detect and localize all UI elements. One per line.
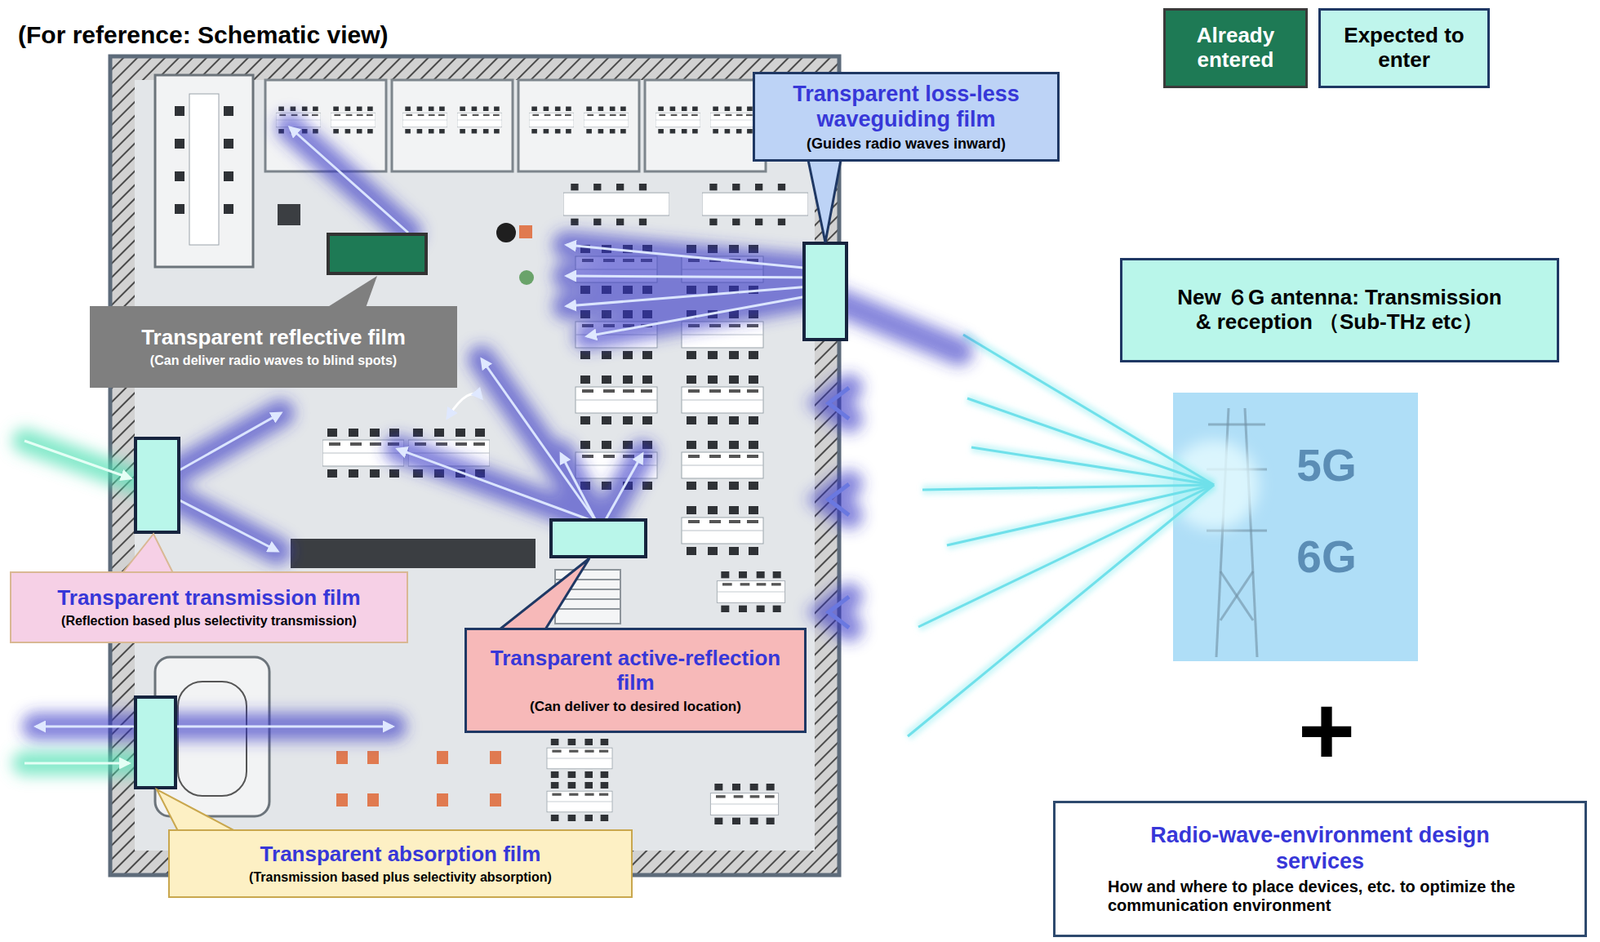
node-body: (Reflection based plus selectivity trans… (61, 613, 357, 629)
chair (223, 138, 234, 149)
callout-tail (499, 558, 590, 630)
node-heading: Transparent active-reflection film (476, 646, 795, 696)
node-heading: Transparent loss-less waveguiding film (763, 81, 1049, 133)
callout-box: Transparent active-reflection film (Can d… (464, 627, 807, 734)
chair (223, 171, 234, 182)
building-wall (110, 56, 840, 876)
desk (710, 783, 778, 825)
transmission-film (135, 438, 179, 533)
desk (681, 506, 764, 556)
node-body: How and where to place devices, etc. to … (1107, 877, 1533, 916)
cabinet (277, 204, 301, 226)
office-room (391, 80, 513, 172)
legend-text: Already entered (1173, 23, 1298, 73)
callout-tails (122, 160, 841, 832)
building-plan (110, 56, 840, 876)
desk (716, 571, 785, 613)
desk (681, 375, 764, 425)
desk (583, 106, 629, 134)
desk (575, 375, 658, 425)
chair (174, 171, 185, 182)
chair (519, 225, 533, 239)
plant (519, 270, 534, 285)
desk (655, 106, 701, 134)
antenna-box: New ６G antenna: Transmission & reception… (1120, 257, 1560, 363)
chair (174, 204, 185, 214)
desk (457, 106, 503, 134)
node-heading: New ６G antenna: Transmission & reception… (1176, 285, 1503, 335)
callout-box: Transparent reflective film (Can deliver … (89, 306, 458, 388)
callout-box: Transparent transmission film (Reflection… (9, 571, 409, 644)
network-label: 5G (1273, 443, 1380, 489)
node-heading: Transparent absorption film (260, 842, 542, 867)
callout-tail (122, 533, 174, 574)
node-heading: Transparent reflective film (141, 325, 406, 351)
legend-swatch: Already entered (1163, 8, 1308, 89)
office-room (518, 80, 640, 172)
absorption-film (135, 697, 176, 788)
callout-tail (156, 789, 236, 832)
chairs (336, 751, 502, 807)
desk (528, 106, 574, 134)
desk (710, 106, 756, 134)
node-body: (Can deliver to desired location) (529, 698, 742, 716)
chair (174, 138, 185, 149)
plant-pot (496, 222, 516, 243)
room-wall (155, 75, 254, 267)
chair (174, 106, 185, 116)
office-room (644, 80, 766, 172)
wall-chevrons (828, 387, 849, 628)
legend-text: Expected to enter (1328, 23, 1480, 73)
chair (223, 106, 234, 116)
service-box: Radio-wave-environment design servicesHo… (1053, 800, 1587, 938)
desk (681, 440, 764, 490)
node-body: (Guides radio waves inward) (806, 135, 1006, 153)
callout-tail (326, 275, 378, 308)
diagram-title: (For reference: Schematic view) (17, 21, 389, 49)
desk (330, 106, 376, 134)
radio-rays (907, 334, 1259, 737)
node-heading: Transparent transmission film (57, 586, 360, 611)
core-wall (290, 538, 536, 569)
network-label: 6G (1273, 534, 1380, 580)
node-body: (Can deliver radio waves to blind spots) (150, 353, 397, 369)
plus-sign: + (1273, 681, 1380, 780)
reflective-film (328, 234, 427, 274)
legend-swatch: Expected to enter (1318, 8, 1490, 89)
meeting-table (189, 93, 219, 245)
chair (223, 204, 234, 214)
waveguiding-film (804, 243, 847, 340)
node-heading: Radio-wave-environment design services (1124, 822, 1516, 874)
callout-tail (808, 160, 841, 243)
meeting-room (155, 75, 254, 267)
conference-table (563, 183, 670, 226)
node-body: (Transmission based plus selectivity abs… (248, 870, 552, 885)
conference-table (702, 183, 809, 226)
callout-box: Transparent absorption film (Transmission… (168, 829, 633, 898)
callout-box: Transparent loss-less waveguiding film (G… (752, 71, 1060, 162)
desk (546, 738, 613, 778)
active-reflection-film (551, 520, 646, 557)
desk (402, 106, 448, 134)
desk (546, 782, 613, 822)
